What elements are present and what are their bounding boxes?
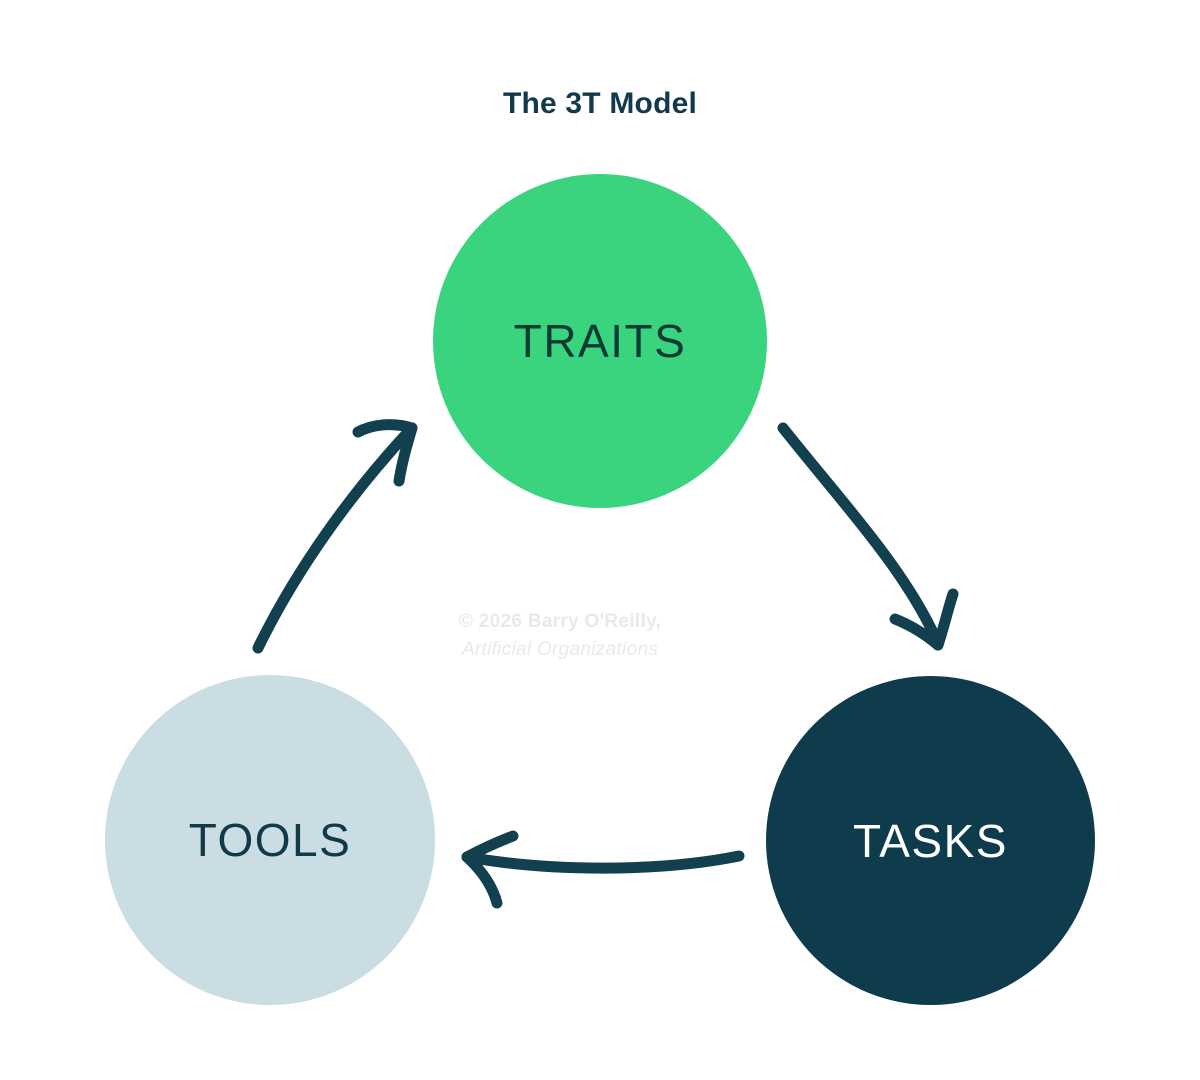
arrowhead-barb-right [932, 588, 959, 651]
arrowhead-barb-right [393, 422, 418, 487]
arrowhead-barb-bottom [461, 851, 503, 909]
node-tasks[interactable]: TASKS [766, 676, 1095, 1005]
watermark-line-1: © 2026 Barry O'Reilly, [458, 611, 662, 632]
arrowhead-barb-top [461, 830, 519, 863]
watermark: © 2026 Barry O'Reilly, Artificial Organi… [380, 608, 740, 663]
watermark-line-2: Artificial Organizations [461, 638, 659, 660]
node-tools[interactable]: TOOLS [105, 675, 435, 1005]
curved-arrow-icon [462, 850, 745, 874]
connector-traits-to-tasks [777, 422, 959, 651]
arrowhead-barb-left [352, 419, 418, 438]
connector-tasks-to-tools [461, 830, 745, 909]
node-tasks-label: TASKS [853, 814, 1008, 867]
node-tools-label: TOOLS [188, 814, 352, 866]
page-title: The 3T Model [502, 87, 698, 120]
curved-arrow-icon [777, 422, 943, 647]
node-traits[interactable]: TRAITS [433, 174, 767, 508]
node-traits-label: TRAITS [513, 315, 687, 367]
arrowhead-barb-left [889, 613, 944, 651]
